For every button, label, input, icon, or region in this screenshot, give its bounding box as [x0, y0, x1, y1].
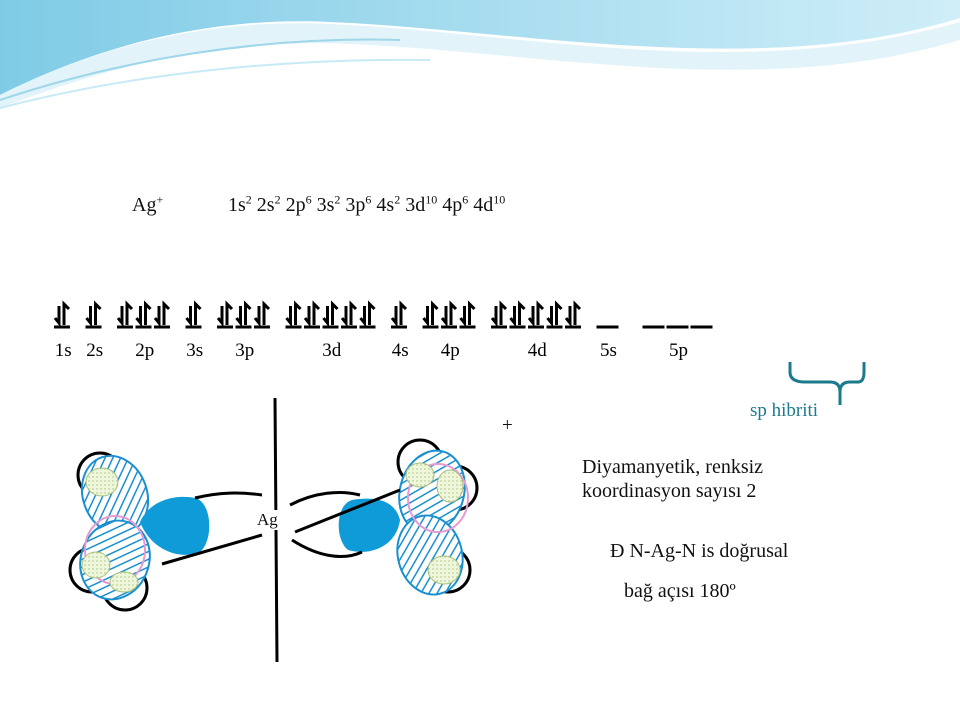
ion-symbol: Ag+ [132, 192, 164, 216]
sp-hybrid-label: sp hibriti [750, 400, 819, 421]
sp-hybrid-bracket [788, 362, 866, 405]
spin-down-arrow [546, 306, 553, 328]
bond-angle-note: bağ açısı 180º [624, 580, 736, 602]
electron-configuration: 1s2 2s2 2p6 3s2 3p6 4s2 3d10 4p6 4d10 [228, 192, 506, 217]
spin-down-arrow [285, 306, 292, 328]
spin-up-arrow [399, 300, 408, 325]
spin-up-arrow [349, 300, 358, 325]
spin-up-arrow [368, 300, 376, 325]
spin-down-arrow [564, 306, 572, 328]
config-term: 1s2 [228, 192, 252, 216]
subshell-label: 4d [528, 340, 548, 361]
config-term: 2s2 [256, 192, 281, 216]
config-term: 3s2 [316, 192, 341, 216]
spin-down-arrow [53, 306, 61, 328]
left-ligand-orbitals [68, 451, 263, 612]
spin-down-arrow [490, 306, 498, 328]
subshell-label: 2p [135, 340, 154, 361]
spin-up-arrow [144, 300, 152, 325]
spin-up-arrow [225, 300, 234, 325]
spin-up-arrow [262, 300, 271, 325]
spin-up-arrow [244, 300, 252, 325]
spin-up-arrow [449, 300, 458, 325]
spin-up-arrow [518, 300, 526, 325]
center-atom-label: Ag [254, 510, 281, 530]
linear-geometry-note: Ð N-Ag-N is doğrusal [606, 538, 793, 565]
config-term: 3d10 [405, 192, 438, 216]
spin-down-arrow [422, 306, 429, 328]
spin-down-arrow [153, 306, 161, 328]
subshell-label: 3d [322, 340, 342, 361]
spin-up-arrow [431, 300, 439, 325]
vertical-axis [273, 397, 279, 663]
subshell-label: 2s [86, 340, 103, 361]
config-term: 3p6 [345, 192, 372, 216]
spin-up-arrow [573, 300, 582, 325]
spin-up-arrow [331, 300, 339, 325]
subshell-label: 3s [186, 340, 203, 361]
spin-up-arrow [194, 300, 202, 325]
spin-down-arrow [359, 306, 366, 328]
spin-down-arrow [322, 306, 329, 328]
subshell-label: 4p [441, 340, 460, 361]
spin-down-arrow [303, 306, 311, 328]
property-note-2: koordinasyon sayısı 2 [582, 480, 757, 502]
spin-down-arrow [390, 306, 398, 328]
spin-up-arrow [162, 300, 171, 325]
config-term: 4s2 [376, 192, 401, 216]
property-note-1: Diyamanyetik, renksiz [582, 456, 764, 478]
spin-up-arrow [294, 300, 302, 325]
spin-down-arrow [85, 306, 92, 328]
spin-down-arrow [116, 306, 124, 328]
spin-down-arrow [440, 306, 448, 328]
spin-down-arrow [340, 306, 348, 328]
spin-down-arrow [459, 306, 466, 328]
spin-up-arrow [536, 300, 545, 325]
config-term: 4d10 [473, 192, 506, 216]
subshell-label: 5p [669, 340, 688, 361]
subshell-label: 3p [235, 340, 254, 361]
spin-up-arrow [94, 300, 102, 325]
spin-down-arrow [235, 306, 242, 328]
subshell-label: 5s [600, 340, 617, 361]
spin-up-arrow [468, 300, 476, 325]
spin-up-arrow [312, 300, 321, 325]
spin-up-arrow [555, 300, 563, 325]
header-wave-decoration [0, 0, 960, 109]
spin-down-arrow [216, 306, 224, 328]
subshell-label: 1s [55, 340, 72, 361]
spin-down-arrow [527, 306, 535, 328]
right-ligand-orbitals [289, 438, 479, 596]
spin-down-arrow [509, 306, 516, 328]
spin-up-arrow [499, 300, 508, 325]
plus-sign: + [502, 415, 513, 436]
spin-down-arrow [185, 306, 192, 328]
config-term: 2p6 [285, 192, 312, 216]
spin-down-arrow [135, 306, 142, 328]
spin-down-arrow [253, 306, 261, 328]
spin-up-arrow [62, 300, 71, 325]
config-term: 4p6 [442, 192, 469, 216]
spin-up-arrow [125, 300, 134, 325]
subshell-label: 4s [392, 340, 409, 361]
